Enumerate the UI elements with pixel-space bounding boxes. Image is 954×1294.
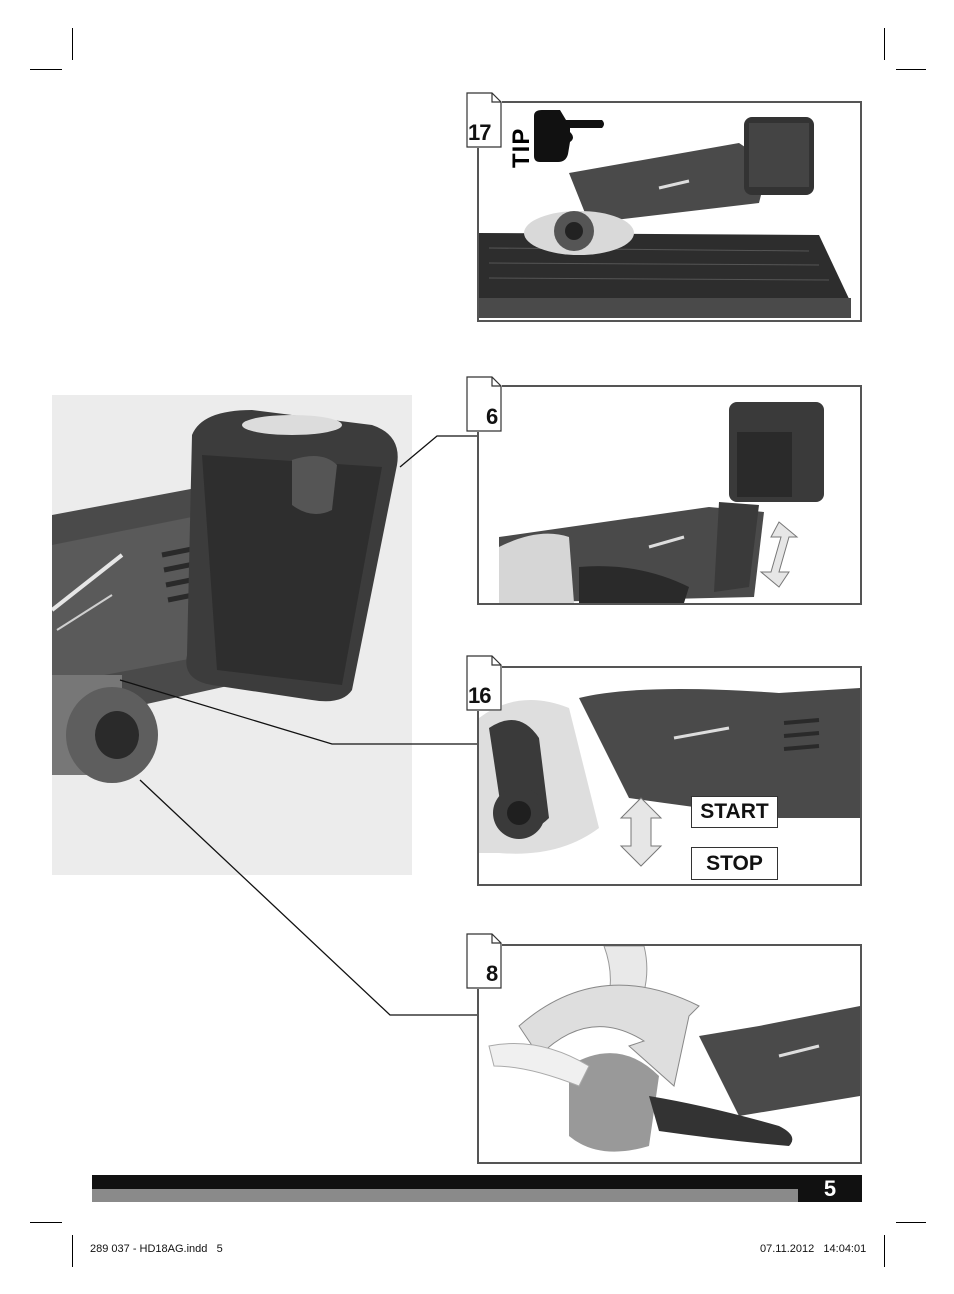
- page-number-box: [798, 1175, 862, 1202]
- figure-6-panel: [477, 385, 862, 605]
- figure-number: 6: [486, 404, 498, 429]
- crop-mark: [72, 1235, 73, 1267]
- pointing-hand-icon: [534, 110, 604, 162]
- stop-label: STOP: [691, 847, 778, 880]
- battery-insertion-illustration: [499, 402, 824, 603]
- page-bar-gray: [92, 1189, 798, 1202]
- figure-8-panel: [477, 944, 862, 1164]
- figure-16-panel: [477, 666, 862, 886]
- grinder-cutting-wood-illustration: [479, 117, 851, 318]
- figure-number: 17: [468, 120, 492, 145]
- page-number: 5: [823, 1176, 837, 1201]
- switch-operation-illustration: [479, 688, 860, 867]
- crop-mark: [884, 28, 885, 60]
- figure-6-tab: 6: [466, 376, 502, 432]
- footer-datetime: 07.11.2012 14:04:01: [760, 1243, 867, 1255]
- start-label: START: [691, 796, 778, 828]
- crop-mark: [896, 69, 926, 70]
- crop-mark: [896, 1222, 926, 1223]
- figure-8-tab: 8: [466, 933, 502, 989]
- crop-mark: [30, 69, 62, 70]
- figure-16-tab: 16: [466, 655, 502, 711]
- crop-mark: [30, 1222, 62, 1223]
- figure-number: 16: [468, 683, 492, 708]
- figure-17-tab: 17: [466, 92, 502, 148]
- footer-filename: 289 037 - HD18AG.indd 5: [90, 1243, 223, 1255]
- page-bar: [92, 1175, 862, 1189]
- crop-mark: [884, 1235, 885, 1267]
- crop-mark: [72, 28, 73, 60]
- side-handle-rotation-illustration: [488, 946, 860, 1152]
- figure-number: 8: [486, 961, 498, 986]
- grinder-battery-illustration: [52, 395, 412, 875]
